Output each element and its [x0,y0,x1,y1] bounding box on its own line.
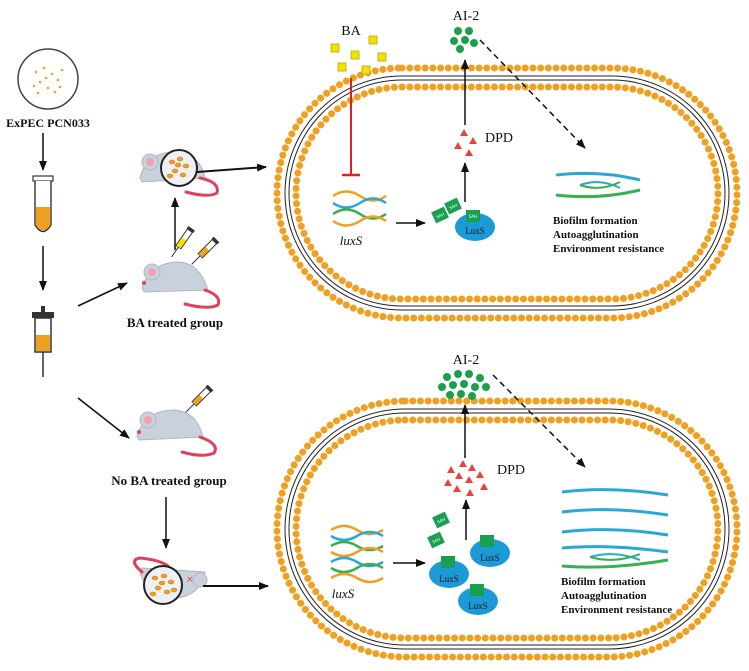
ai2-label-top: AI-2 [453,9,479,24]
svg-text:LuxS: LuxS [468,601,488,611]
luxs-complex-bottom: SAH SAH LuxS LuxS LuxS [427,511,510,615]
svg-text:LuxS: LuxS [439,574,459,584]
dpd-label-bottom: DPD [497,463,525,478]
svg-text:×: × [186,575,194,585]
cell-bottom [273,397,741,661]
test-tube-icon [32,175,54,233]
dna-strand-icon [332,190,387,227]
svg-text:SAH: SAH [469,214,477,219]
phenotype-top-1: Biofilm formation [553,215,638,227]
gene-label-bottom: luxS [332,586,355,601]
luxs-complex-top: SAH SAH SAH LuxS [431,197,495,241]
ai2-dots-top [450,27,478,53]
ai2-label-bottom: AI-2 [453,353,479,368]
ba-label: BA [341,24,361,39]
ba-squares [330,35,387,75]
mouse-icon [141,261,221,309]
syringe-icon [32,306,54,377]
gene-label-top: luxS [340,233,363,248]
svg-text:SAH: SAH [436,516,446,524]
dpd-triangles-top [454,129,477,156]
dna-strand-icon [561,488,669,569]
dna-strand-icon [330,524,384,584]
dpd-label-top: DPD [485,131,513,146]
enzyme-label-top: LuxS [465,226,485,236]
dna-strand-icon [555,171,641,199]
magnifier-icon [160,149,198,187]
ai2-dots-bottom [438,370,490,400]
dpd-triangles-bottom [444,460,488,496]
phenotype-bottom-2: Autoagglutination [561,590,647,602]
no-ba-group-label: No BA treated group [111,473,226,488]
svg-text:LuxS: LuxS [480,553,500,563]
phenotype-bottom-1: Biofilm formation [561,576,646,588]
syringe-icon [171,225,220,265]
svg-text:SAH: SAH [448,202,458,210]
strain-label: ExPEC PCN033 [6,116,90,130]
syringe-icon [185,384,214,413]
ba-group-label: BA treated group [127,315,223,330]
phenotype-top-2: Autoagglutination [553,229,639,241]
petri-dish-icon [17,48,79,110]
mouse-icon [136,409,217,457]
phenotype-top-3: Environment resistance [553,243,664,255]
magnifier-icon [143,565,183,605]
cell-top [273,64,741,322]
svg-text:SAH: SAH [431,536,441,544]
svg-text:SAH: SAH [435,211,445,219]
phenotype-bottom-3: Environment resistance [561,604,672,616]
